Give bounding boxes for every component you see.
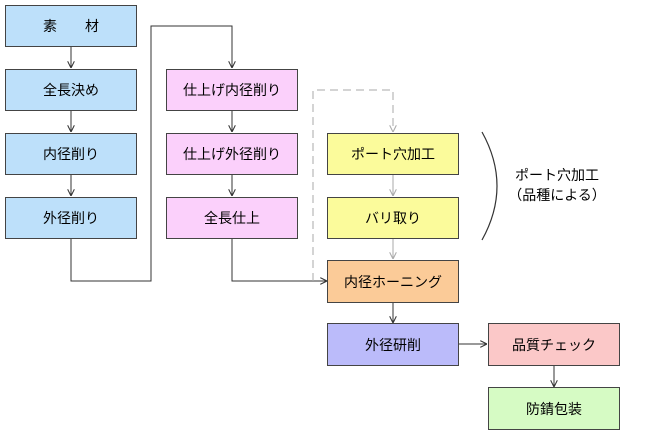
step-rust-pack: 防錆包装 <box>488 387 620 430</box>
step-finish-inner: 仕上げ内径削り <box>166 69 298 111</box>
step-honing: 内径ホーニング <box>327 260 459 303</box>
step-deburr: バリ取り <box>327 197 459 239</box>
step-outer-cut: 外径削り <box>5 197 137 239</box>
step-port-hole: ポート穴加工 <box>327 133 459 175</box>
optional-note: ポート穴加工 （品種による） <box>498 166 616 206</box>
step-quality-check: 品質チェック <box>488 323 620 366</box>
step-finish-outer: 仕上げ外径削り <box>166 133 298 175</box>
dashed-route-to-port-hole <box>312 89 393 281</box>
arrow-outer-cut-to-finish-inner <box>70 25 232 282</box>
optional-note-line2: （品種による） <box>508 188 606 204</box>
note-bracket <box>481 131 498 241</box>
step-full-length-finish: 全長仕上 <box>166 197 298 239</box>
arrow-full-length-finish-to-honing <box>231 238 327 281</box>
step-full-length: 全長決め <box>5 69 137 111</box>
step-inner-cut: 内径削り <box>5 133 137 175</box>
optional-note-line1: ポート穴加工 <box>515 168 599 184</box>
step-outer-grind: 外径研削 <box>327 323 459 366</box>
step-material: 素 材 <box>5 5 137 47</box>
